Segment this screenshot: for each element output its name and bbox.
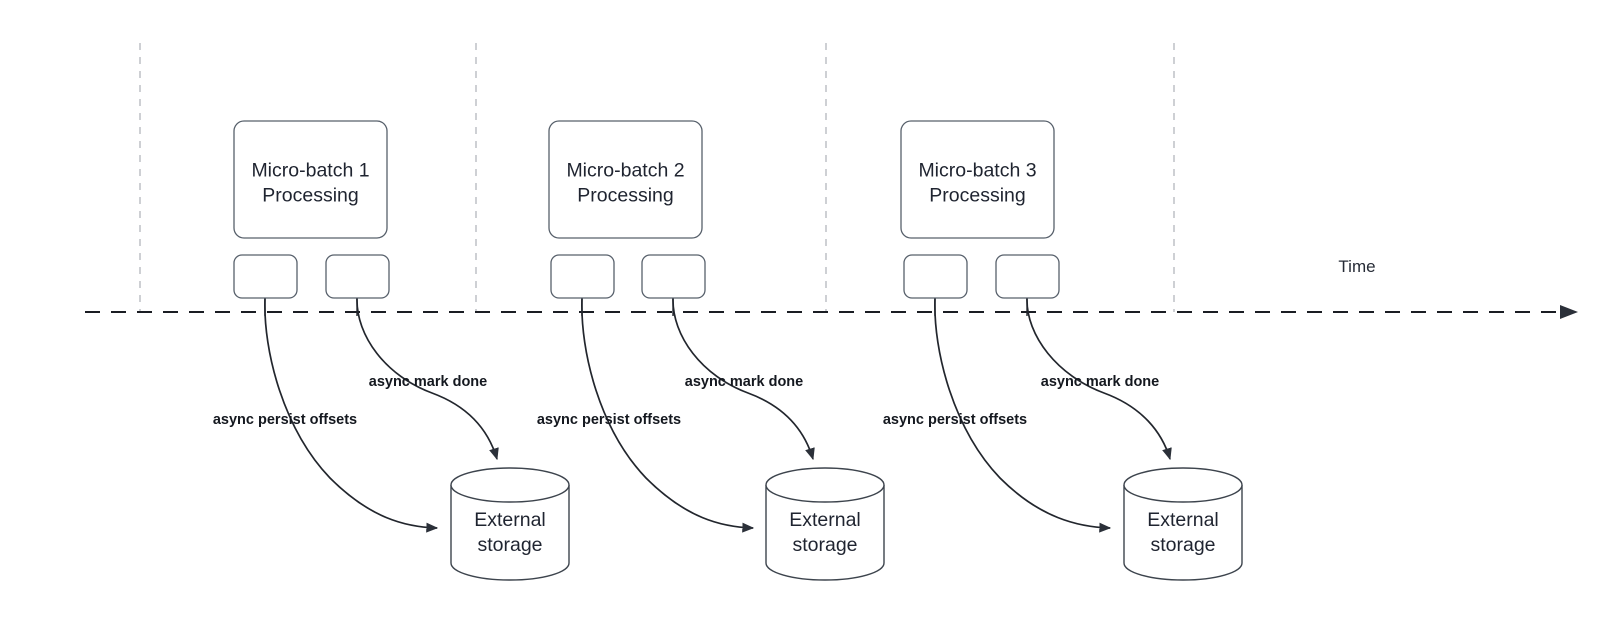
group-2-async-persist-offsets-arrow (581, 297, 755, 533)
flow-edges-group (264, 297, 1172, 533)
group-2-async-persist-offsets-label: async persist offsets (537, 412, 681, 428)
group-3-batch-label-line1: Micro-batch 3 (918, 160, 1036, 182)
time-axis-label: Time (1338, 257, 1375, 276)
group-2-tick-persist[interactable] (550, 254, 615, 299)
time-axis-arrowhead-icon (1560, 305, 1578, 319)
group-3-async-mark-done-label: async mark done (1041, 374, 1159, 390)
group-3-async-persist-offsets-arrow (934, 297, 1112, 533)
group-1-batch-node[interactable]: Micro-batch 1 Processing (233, 120, 388, 239)
group-1-storage-label-line1: External (474, 509, 546, 531)
timeline-axis-group: Time (85, 257, 1578, 319)
group-3-batch-box[interactable] (900, 120, 1055, 239)
group-3-storage-cylinder-body[interactable] (1123, 485, 1243, 581)
group-2-storage-label-line1: External (789, 509, 861, 531)
group-1-storage-label-line2: storage (477, 534, 542, 556)
group-1-async-persist-offsets-arrow (264, 297, 439, 533)
group-3-storage-label-line1: External (1147, 509, 1219, 531)
group-1-tick-mark[interactable] (325, 254, 390, 299)
group-2-storage-node[interactable]: External storage (765, 467, 885, 581)
group-3-tick-persist[interactable] (903, 254, 968, 299)
group-1-batch-label-line1: Micro-batch 1 (251, 160, 369, 182)
group-3-async-persist-offsets-label: async persist offsets (883, 412, 1027, 428)
group-3-batch-label-line2: Processing (929, 185, 1025, 207)
group-1-async-mark-done-arrow (356, 297, 499, 461)
group-2-batch-node[interactable]: Micro-batch 2 Processing (548, 120, 703, 239)
group-3-storage-cylinder-top[interactable] (1123, 467, 1243, 503)
group-2-async-mark-done-label: async mark done (685, 374, 803, 390)
group-1-batch-box[interactable] (233, 120, 388, 239)
group-1-batch-label-line2: Processing (262, 185, 358, 207)
group-3-async-mark-done-arrow (1026, 297, 1172, 461)
group-3-tick-mark[interactable] (995, 254, 1060, 299)
group-2-async-mark-done-arrow (672, 297, 815, 461)
group-2-batch-box[interactable] (548, 120, 703, 239)
edge-labels-group: async persist offsets async mark done asyn… (213, 374, 1159, 428)
group-1-async-mark-done-label: async mark done (369, 374, 487, 390)
group-2-storage-label-line2: storage (792, 534, 857, 556)
group-1-tick-persist[interactable] (233, 254, 298, 299)
group-2-batch-label-line2: Processing (577, 185, 673, 207)
group-3-storage-node[interactable]: External storage (1123, 467, 1243, 581)
group-1-storage-node[interactable]: External storage (450, 467, 570, 581)
group-2-storage-cylinder-body[interactable] (765, 485, 885, 581)
group-1-async-persist-offsets-label: async persist offsets (213, 412, 357, 428)
group-2-batch-label-line1: Micro-batch 2 (566, 160, 684, 182)
group-3-batch-node[interactable]: Micro-batch 3 Processing (900, 120, 1055, 239)
group-2-storage-cylinder-top[interactable] (765, 467, 885, 503)
group-3-storage-label-line2: storage (1150, 534, 1215, 556)
group-1-storage-cylinder-body[interactable] (450, 485, 570, 581)
gridlines-group (139, 43, 1175, 312)
group-1-storage-cylinder-top[interactable] (450, 467, 570, 503)
group-2-tick-mark[interactable] (641, 254, 706, 299)
